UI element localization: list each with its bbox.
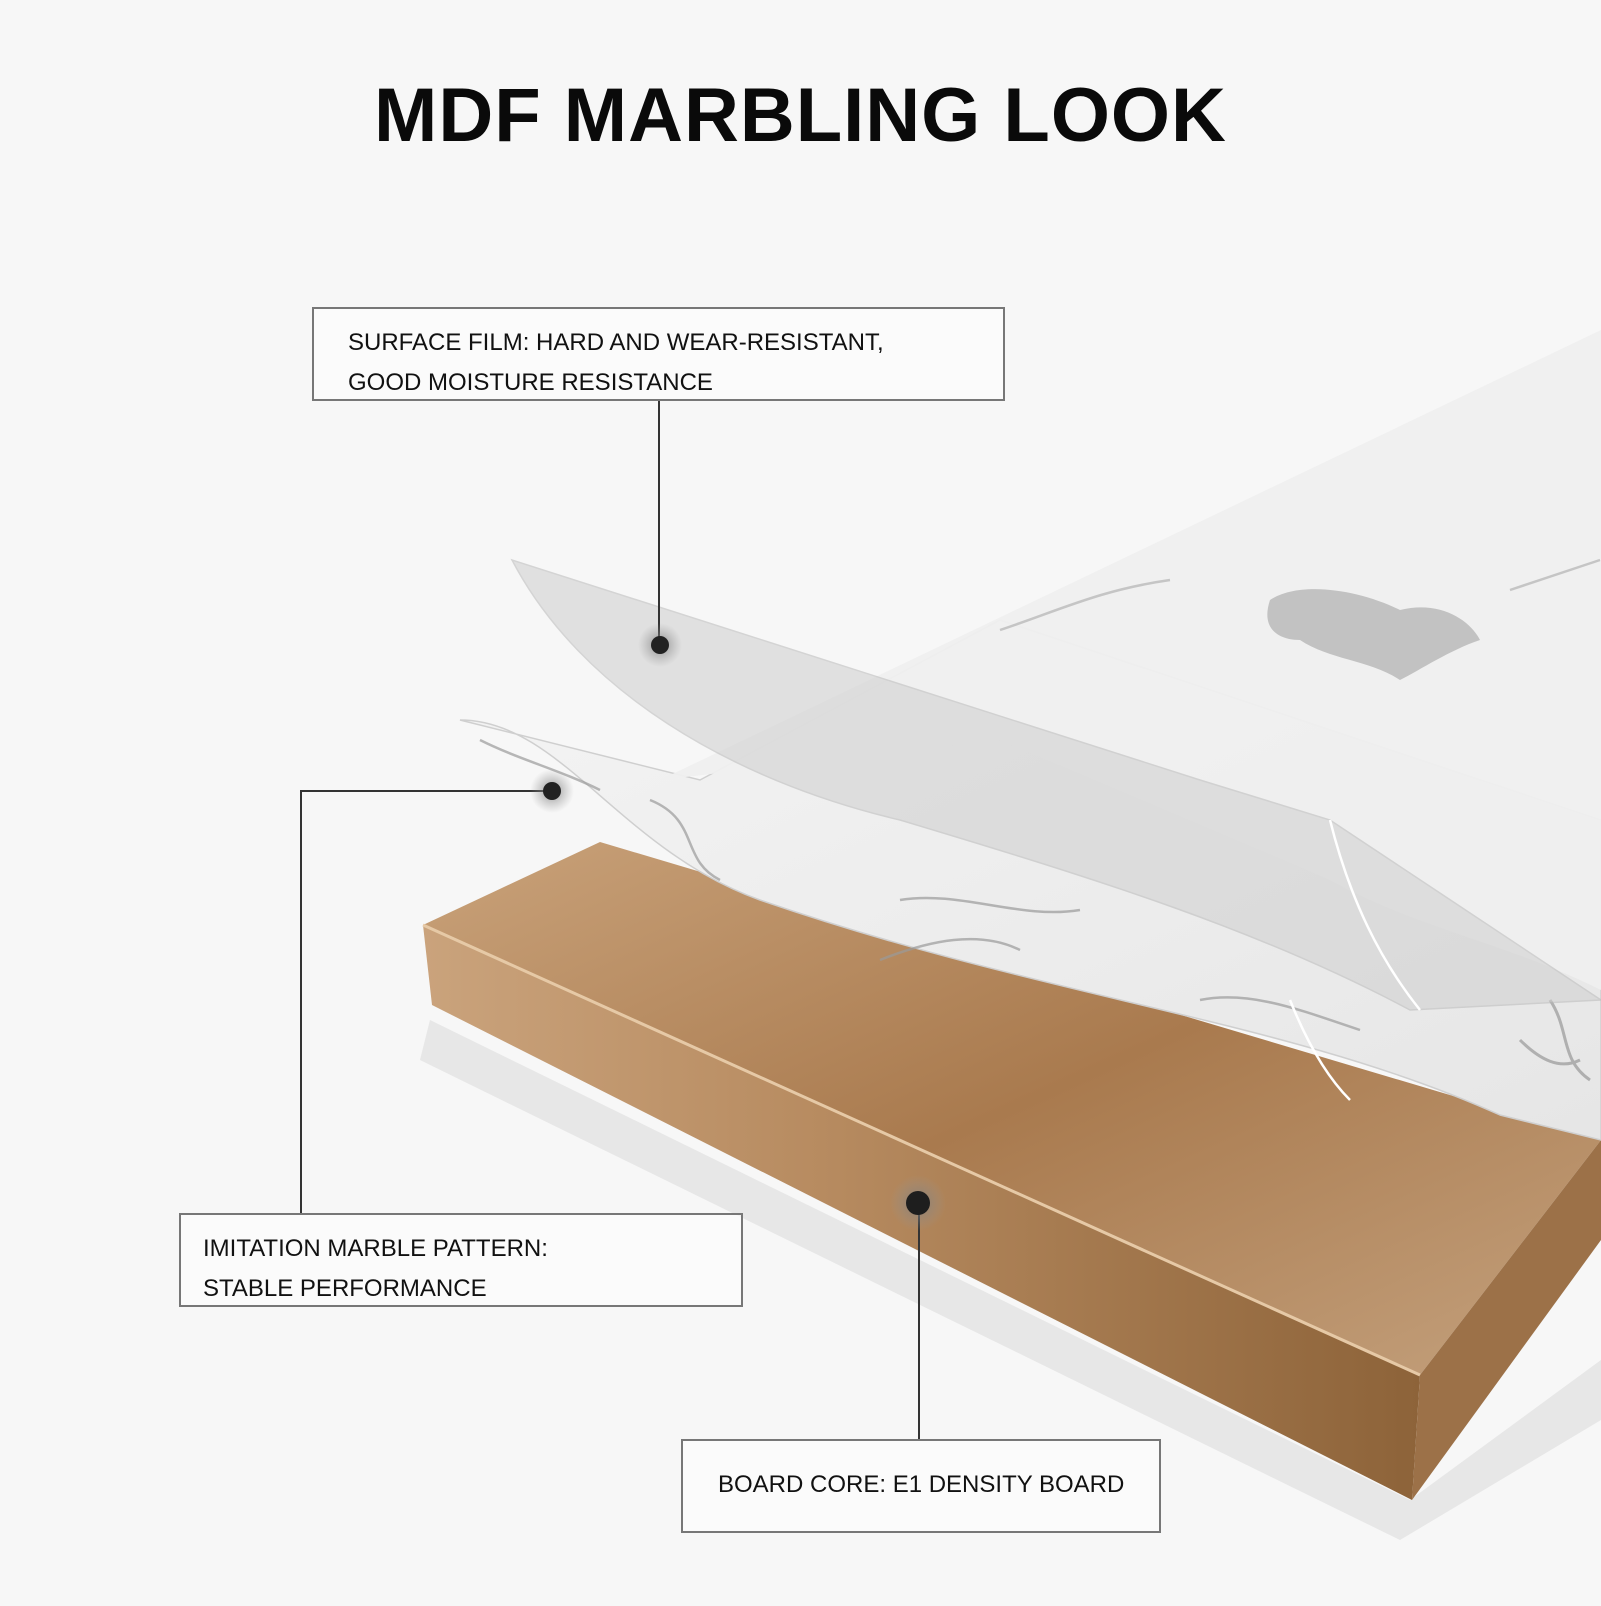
marble-vein: [1518, 999, 1591, 1082]
marker-surface-film: [638, 623, 682, 667]
marble-slab-illustration: [660, 330, 1601, 990]
marble-cloud: [1267, 589, 1480, 680]
leader-line-marble-pattern: [300, 790, 552, 1213]
callout-surface-film: SURFACE FILM: HARD AND WEAR-RESISTANT, G…: [312, 307, 1005, 401]
callout-line: STABLE PERFORMANCE: [203, 1275, 487, 1302]
callout-line: BOARD CORE: E1 DENSITY BOARD: [718, 1471, 1125, 1498]
marble-sheet-curl: [1288, 999, 1351, 1101]
callout-line: IMITATION MARBLE PATTERN:: [203, 1235, 548, 1262]
surface-film-sheet: [510, 558, 1601, 1011]
page-title: MDF MARBLING LOOK: [374, 73, 1227, 158]
marker-board-core: [890, 1175, 946, 1231]
callout-line: SURFACE FILM: HARD AND WEAR-RESISTANT,: [348, 329, 884, 356]
marble-vein: [479, 738, 1361, 1032]
board-top-face: [423, 842, 1601, 1375]
marble-vein: [999, 558, 1601, 632]
board-edge-highlight: [422, 923, 1421, 1377]
board-side-face: [1412, 1140, 1601, 1500]
marble-slab: [660, 330, 1601, 990]
callout-board-core: BOARD CORE: E1 DENSITY BOARD: [681, 1439, 1161, 1533]
marker-marble-pattern: [530, 769, 574, 813]
callout-line: GOOD MOISTURE RESISTANCE: [348, 369, 713, 396]
leader-lines: [300, 401, 920, 1439]
board-shadow: [420, 1020, 1601, 1540]
callout-marble-pattern: IMITATION MARBLE PATTERN: STABLE PERFORM…: [179, 1213, 743, 1307]
surface-film-curl: [1328, 819, 1421, 1011]
